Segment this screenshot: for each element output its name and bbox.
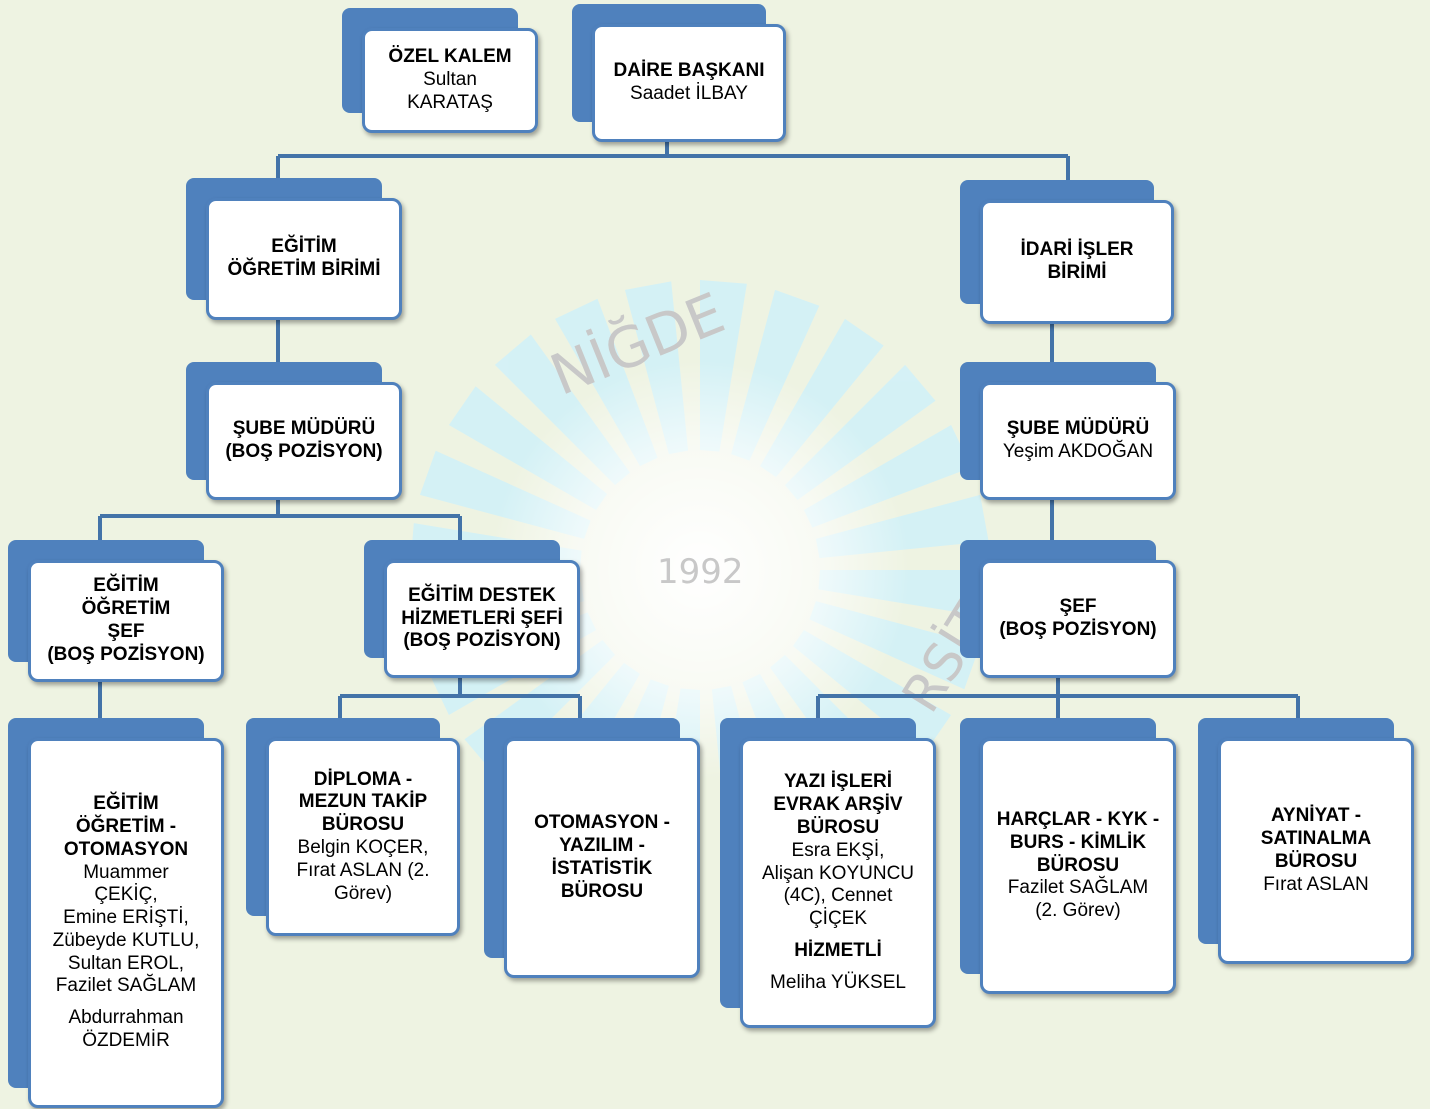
daire-baskani-title: DAİRE BAŞKANI	[613, 60, 765, 82]
sube-muduru-right-box: ŞUBE MÜDÜRÜ Yeşim AKDOĞAN	[960, 362, 1176, 500]
sube-muduru-left-box: ŞUBE MÜDÜRÜ (BOŞ POZİSYON)	[186, 362, 402, 500]
hizmetli-person: Meliha YÜKSEL	[770, 971, 906, 993]
yazilim-buro-title: OTOMASYON - YAZILIM - İSTATİSTİK BÜROSU	[534, 812, 670, 902]
egitim-ogretim-sef-title: EĞİTİM ÖĞRETİM ŞEF (BOŞ POZİSYON)	[47, 575, 205, 665]
egitim-otomasyon-persons: Muammer ÇEKİÇ, Emine ERİŞTİ, Zübeyde KUT…	[52, 861, 200, 997]
yazi-isleri-buro-persons: Esra EKŞİ, Alişan KOYUNCU (4C), Cennet Ç…	[761, 839, 915, 930]
egitim-otomasyon-box: EĞİTİM ÖĞRETİM - OTOMASYON Muammer ÇEKİÇ…	[8, 718, 224, 1108]
diploma-buro-title: DİPLOMA - MEZUN TAKİP BÜROSU	[298, 768, 428, 836]
diploma-buro-box: DİPLOMA - MEZUN TAKİP BÜROSU Belgin KOÇE…	[246, 718, 460, 936]
ozel-kalem-person: Sultan KARATAŞ	[407, 69, 493, 113]
yazilim-buro-box: OTOMASYON - YAZILIM - İSTATİSTİK BÜROSU	[484, 718, 700, 978]
ayniyat-buro-box: AYNİYAT - SATINALMA BÜROSU Fırat ASLAN	[1198, 718, 1414, 964]
ayniyat-buro-person: Fırat ASLAN	[1263, 873, 1369, 895]
egitim-ogretim-birimi-title: EĞİTİM ÖĞRETİM BİRİMİ	[227, 236, 381, 280]
sube-muduru-right-person: Yeşim AKDOĞAN	[1002, 441, 1154, 462]
ozel-kalem-title: ÖZEL KALEM	[388, 46, 512, 68]
harclar-buro-title: HARÇLAR - KYK - BURS - KİMLİK BÜROSU	[996, 809, 1160, 876]
egitim-ogretim-birimi-box: EĞİTİM ÖĞRETİM BİRİMİ	[186, 178, 402, 320]
ozel-kalem-box: ÖZEL KALEM Sultan KARATAŞ	[342, 8, 538, 133]
hizmetli-title: HİZMETLİ	[794, 939, 882, 961]
daire-baskani-box: DAİRE BAŞKANI Saadet İLBAY	[572, 4, 786, 142]
egitim-otomasyon-title: EĞİTİM ÖĞRETİM - OTOMASYON	[63, 793, 189, 860]
yazi-isleri-buro-box: YAZI İŞLERİ EVRAK ARŞİV BÜROSU Esra EKŞİ…	[720, 718, 936, 1028]
sube-muduru-left-title: ŞUBE MÜDÜRÜ (BOŞ POZİSYON)	[225, 418, 383, 462]
watermark-year: 1992	[657, 552, 744, 592]
egitim-destek-sef-box: EĞİTİM DESTEK HİZMETLERİ ŞEFİ (BOŞ POZİS…	[364, 540, 580, 678]
egitim-destek-sef-title: EĞİTİM DESTEK HİZMETLERİ ŞEFİ (BOŞ POZİS…	[401, 584, 563, 652]
egitim-ogretim-sef-box: EĞİTİM ÖĞRETİM ŞEF (BOŞ POZİSYON)	[8, 540, 224, 682]
diploma-buro-persons: Belgin KOÇER, Fırat ASLAN (2. Görev)	[296, 837, 430, 904]
yazi-isleri-buro-title: YAZI İŞLERİ EVRAK ARŞİV BÜROSU	[773, 771, 903, 838]
sube-muduru-right-title: ŞUBE MÜDÜRÜ	[1006, 418, 1150, 440]
harclar-buro-persons: Fazilet SAĞLAM (2. Görev)	[1007, 877, 1149, 922]
egitim-otomasyon-extra-person: Abdurrahman ÖZDEMİR	[68, 1007, 184, 1052]
idari-isler-birimi-title: İDARİ İŞLER BİRİMİ	[1020, 239, 1134, 283]
sef-right-box: ŞEF (BOŞ POZİSYON)	[960, 540, 1176, 678]
sef-right-title: ŞEF (BOŞ POZİSYON)	[999, 596, 1157, 640]
ayniyat-buro-title: AYNİYAT - SATINALMA BÜROSU	[1260, 805, 1372, 872]
daire-baskani-person: Saadet İLBAY	[630, 83, 748, 104]
idari-isler-birimi-box: İDARİ İŞLER BİRİMİ	[960, 180, 1174, 324]
harclar-buro-box: HARÇLAR - KYK - BURS - KİMLİK BÜROSU Faz…	[960, 718, 1176, 994]
